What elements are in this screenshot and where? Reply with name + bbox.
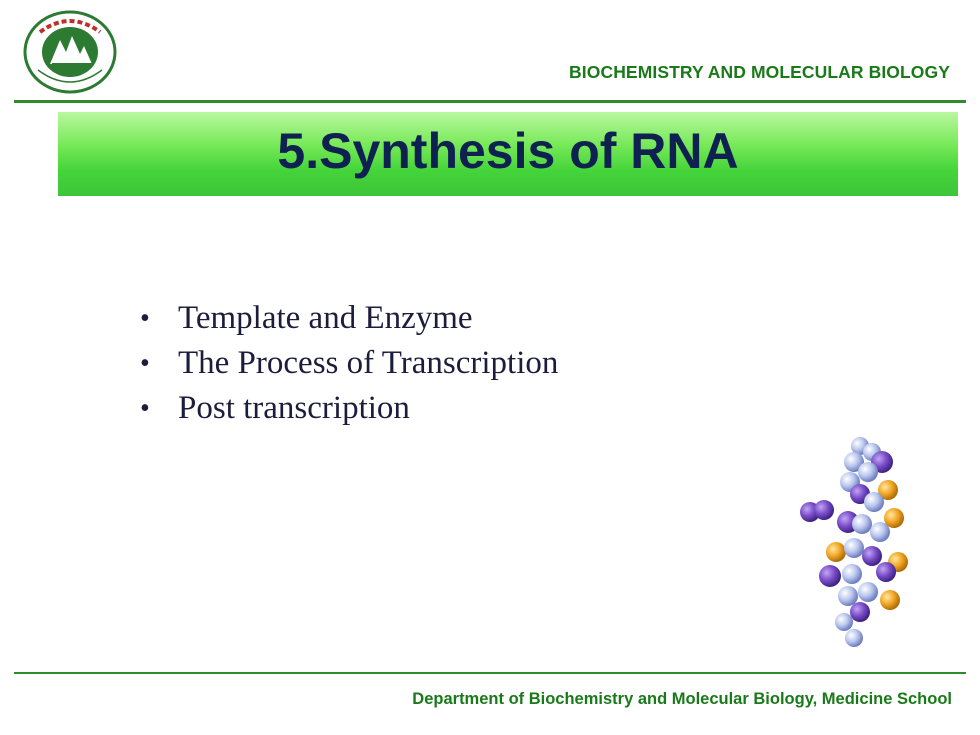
bullet-item: • Template and Enzyme bbox=[140, 296, 558, 341]
bullet-icon: • bbox=[140, 303, 150, 334]
bullet-text: The Process of Transcription bbox=[178, 345, 559, 381]
university-logo bbox=[23, 10, 117, 94]
header-divider bbox=[14, 100, 966, 103]
title-banner: 5.Synthesis of RNA bbox=[58, 112, 958, 196]
bullet-item: • Post transcription bbox=[140, 386, 558, 431]
bullet-text: Template and Enzyme bbox=[178, 300, 473, 336]
bullet-list: • Template and Enzyme • The Process of Tra… bbox=[140, 296, 558, 431]
course-header-title: BIOCHEMISTRY AND MOLECULAR BIOLOGY bbox=[569, 62, 950, 82]
bullet-text: Post transcription bbox=[178, 390, 410, 426]
bullet-item: • The Process of Transcription bbox=[140, 341, 558, 386]
slide-title: 5.Synthesis of RNA bbox=[277, 123, 739, 179]
rna-molecule-image bbox=[800, 437, 908, 647]
footer-divider bbox=[14, 672, 966, 674]
footer-department-text: Department of Biochemistry and Molecular… bbox=[412, 690, 952, 708]
bullet-icon: • bbox=[140, 393, 150, 424]
bullet-icon: • bbox=[140, 348, 150, 379]
